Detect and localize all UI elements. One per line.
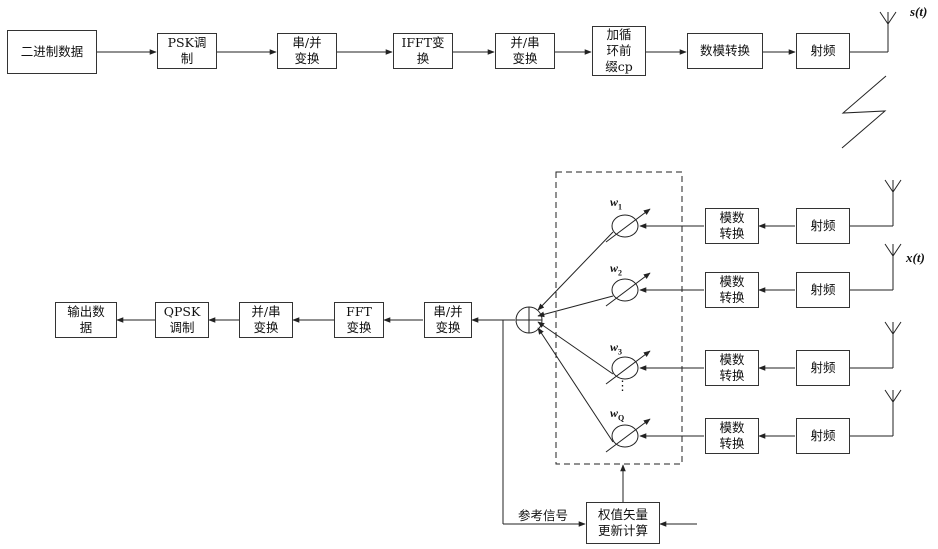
weight-adjust-arrow-3 bbox=[605, 350, 651, 385]
rx-antenna-3 bbox=[884, 321, 902, 368]
ellipsis-dots: ⋮ bbox=[616, 379, 629, 394]
weight-label-3: w3 bbox=[610, 340, 623, 357]
rx-antenna-2 bbox=[884, 243, 902, 290]
adc-block-4: 模数 转换 bbox=[705, 418, 759, 454]
psk-modulation-block: PSK调 制 bbox=[157, 33, 217, 69]
weight-to-summer-arrow-2 bbox=[537, 295, 614, 318]
rx-rf-block-1: 射频 bbox=[796, 208, 850, 244]
dac-block: 数模转换 bbox=[687, 33, 763, 69]
weight-adjust-arrow-1 bbox=[605, 208, 651, 243]
weight-circle-1 bbox=[611, 214, 639, 238]
weight-adjust-arrow-4 bbox=[605, 418, 651, 453]
fft-block: FFT 变换 bbox=[334, 302, 384, 338]
rx-rf-block-3: 射频 bbox=[796, 350, 850, 386]
rx-signal-label: x(t) bbox=[906, 250, 925, 265]
beamformer-dashed-box bbox=[555, 171, 683, 465]
weight-to-summer-arrow-3 bbox=[537, 321, 614, 375]
rx-serial-parallel-block: 串/并 变换 bbox=[424, 302, 472, 338]
weight-circle-4 bbox=[611, 424, 639, 448]
weight-circle-2 bbox=[611, 278, 639, 302]
adc-block-2: 模数 转换 bbox=[705, 272, 759, 308]
binary-data-block: 二进制数据 bbox=[7, 30, 97, 74]
add-cyclic-prefix-block: 加循 环前 缀cp bbox=[592, 26, 646, 76]
weight-label-q: wQ bbox=[610, 406, 625, 423]
weight-label-2: w2 bbox=[610, 261, 623, 278]
weight-to-summer-arrow-1 bbox=[537, 231, 614, 311]
weight-label-1: w1 bbox=[610, 195, 623, 212]
ifft-block: IFFT变 换 bbox=[393, 33, 453, 69]
tx-antenna bbox=[879, 11, 897, 52]
rx-parallel-serial-block: 并/串 变换 bbox=[239, 302, 293, 338]
rx-rf-block-4: 射频 bbox=[796, 418, 850, 454]
tx-parallel-serial-block: 并/串 变换 bbox=[495, 33, 555, 69]
weight-update-block: 权值矢量 更新计算 bbox=[586, 502, 660, 544]
rx-antenna-1 bbox=[884, 179, 902, 226]
output-data-block: 输出数 据 bbox=[55, 302, 117, 338]
weight-adjust-arrow-2 bbox=[605, 272, 651, 307]
rx-antenna-4 bbox=[884, 389, 902, 436]
tx-serial-parallel-block: 串/并 变换 bbox=[277, 33, 337, 69]
tx-signal-label: s(t) bbox=[910, 4, 928, 19]
adc-block-3: 模数 转换 bbox=[705, 350, 759, 386]
tx-rf-block: 射频 bbox=[796, 33, 850, 69]
adc-block-1: 模数 转换 bbox=[705, 208, 759, 244]
channel-symbol bbox=[841, 75, 887, 149]
weight-circle-3 bbox=[611, 356, 639, 380]
reference-signal-label: 参考信号 bbox=[518, 508, 569, 523]
rx-rf-block-2: 射频 bbox=[796, 272, 850, 308]
qpsk-block: QPSK 调制 bbox=[155, 302, 209, 338]
weight-to-summer-arrow-4 bbox=[537, 327, 614, 443]
